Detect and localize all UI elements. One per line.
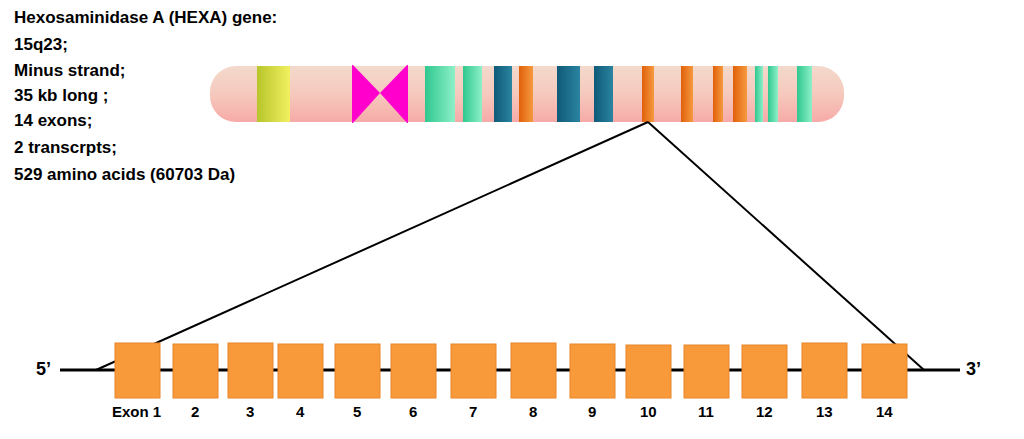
gene-fact: 14 exons; [14,111,92,131]
exon-box [115,343,160,398]
gene-fact: 15q23; [14,35,68,55]
zoom-lines [96,122,924,370]
chromosome-band [557,66,580,122]
exon-label: 12 [756,402,773,422]
exon-boxes [115,343,907,398]
exon-box [511,343,556,398]
chromosome-band [519,66,533,122]
exon-box [684,345,729,398]
chromosome-band [425,66,455,122]
exon-box [335,344,380,398]
gene-title: Hexosaminidase A (HEXA) gene: [14,8,277,28]
chromosome-band [494,66,512,122]
exon-box [391,344,436,398]
exon-label: 7 [469,402,477,422]
gene-fact: 35 kb long ; [14,86,108,106]
centromere [352,64,380,124]
exon-label: 8 [529,402,537,422]
exon-box [451,344,496,398]
exon-label: 10 [640,402,657,422]
exon-label: Exon 1 [112,402,161,422]
chromosome-band [463,66,482,122]
exon-box [173,344,218,398]
exon-label: 4 [296,402,304,422]
chromosome-band [768,66,778,122]
chromosome-band [642,66,654,122]
exon-box [802,343,847,398]
gene-fact: 2 transcrpts; [14,138,117,158]
strand-end-label: 3’ [966,359,981,379]
gene-fact: 529 amino acids (60703 Da) [14,165,235,185]
exon-box [862,344,907,398]
exon-label: 6 [409,402,417,422]
exon-label: 9 [588,402,596,422]
exon-box [228,343,273,398]
gene-fact: Minus strand; [14,61,125,81]
chromosome-band [713,66,723,122]
chromosome-band [594,66,613,122]
exon-label: 5 [353,402,361,422]
chromosome-band [797,66,812,122]
exon-label: 3 [246,402,254,422]
chromosome-band [755,66,763,122]
chromosome-band [733,66,747,122]
strand-end-label: 5’ [36,359,51,379]
chromosome-band [681,66,693,122]
exon-label: 2 [191,402,199,422]
exon-box [570,344,615,398]
exon-label: 11 [698,402,714,422]
exon-label: 13 [816,402,833,422]
chromosome-band [257,66,290,122]
exon-box [742,345,787,398]
exon-label: 14 [876,402,893,422]
exon-box [278,344,323,398]
chromosome [210,62,844,126]
centromere [380,64,408,124]
exon-box [626,345,671,398]
